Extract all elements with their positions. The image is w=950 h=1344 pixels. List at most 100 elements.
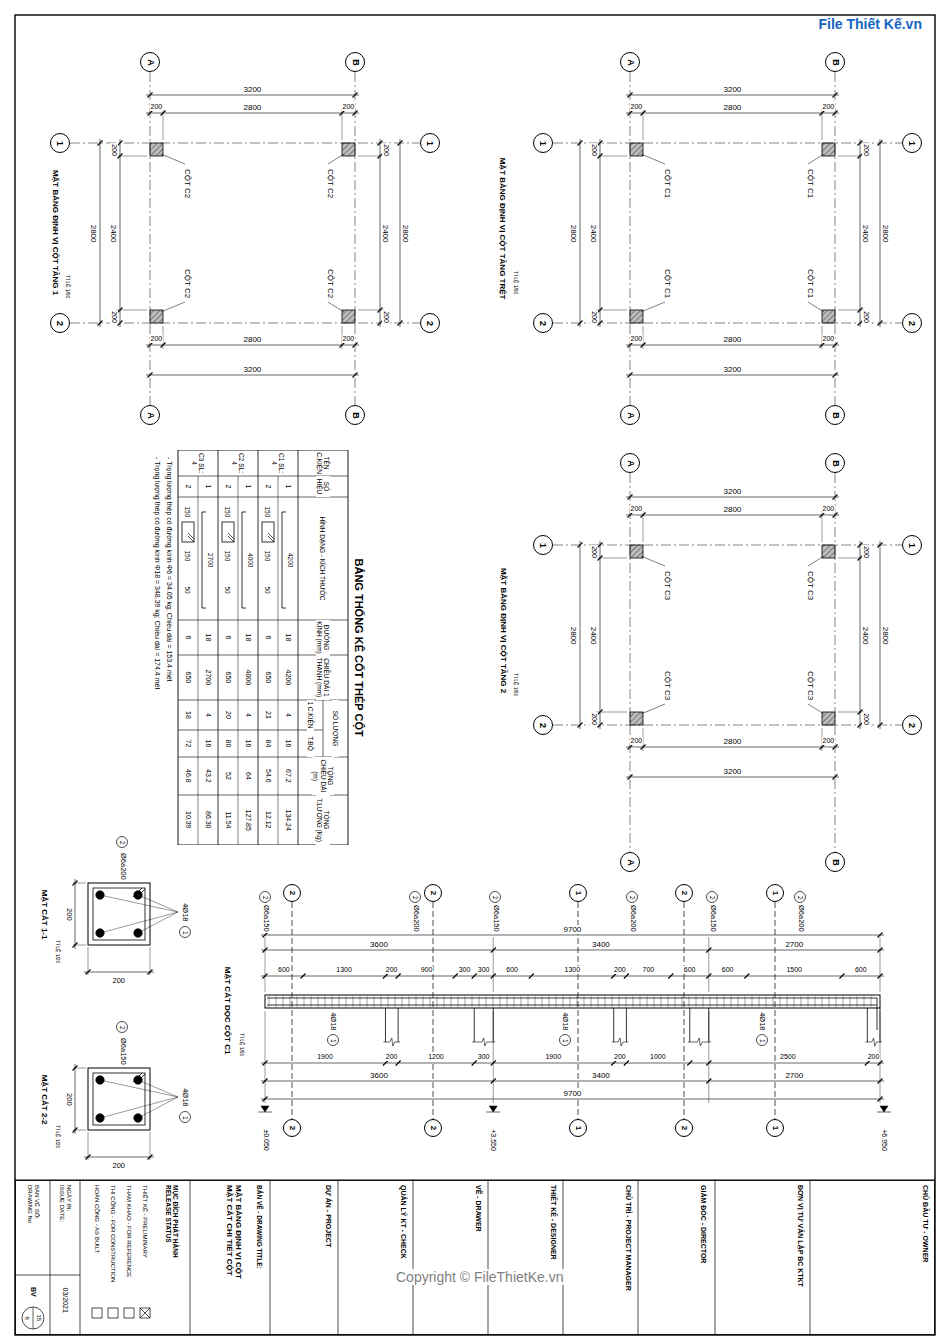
dimension-text: 200 bbox=[630, 737, 644, 745]
table-grid bbox=[278, 476, 279, 845]
dimension-tick bbox=[118, 154, 123, 159]
section-number: 1 bbox=[574, 1126, 582, 1130]
dimension-text: 2800 bbox=[401, 223, 410, 243]
stirrup-tick bbox=[521, 996, 522, 1007]
dimension-text: 2800 bbox=[881, 625, 890, 645]
table-cell: 6 bbox=[224, 635, 232, 641]
stirrup-tick bbox=[619, 996, 620, 1007]
table-cell: 50 bbox=[184, 586, 191, 595]
dimension-tick bbox=[598, 154, 603, 159]
rebar-spec: 4Ø18 bbox=[329, 1011, 338, 1031]
stirrup-tick bbox=[318, 996, 319, 1007]
table-cell: 84 bbox=[264, 739, 272, 749]
rebar-line bbox=[267, 1005, 877, 1006]
callout-number: 2 bbox=[118, 840, 125, 844]
section-marker: 2 bbox=[424, 1119, 442, 1137]
grid-axis-bubble: B bbox=[345, 52, 365, 72]
stirrup-tick bbox=[563, 996, 564, 1007]
section-cut-line bbox=[433, 902, 434, 1119]
table-cell: 16 bbox=[244, 739, 252, 749]
table-cell: 1 bbox=[204, 484, 212, 490]
break-line bbox=[612, 1038, 629, 1046]
dimension-text: 200 bbox=[385, 966, 399, 974]
stirrup-tick bbox=[766, 996, 767, 1007]
title-block-text: CHỦ ĐẦU TƯ - OWNER bbox=[921, 1184, 929, 1263]
axis-label: B bbox=[831, 460, 840, 467]
table-grid bbox=[238, 476, 239, 845]
table-cell: 650 bbox=[264, 671, 272, 685]
dimension-text: 200 bbox=[630, 335, 644, 343]
stirrup-tick bbox=[479, 996, 480, 1007]
table-cell: 80 bbox=[224, 739, 232, 749]
section-number: 1 bbox=[771, 1126, 779, 1130]
grid-axis-bubble: A bbox=[620, 453, 640, 473]
table-cell: 50 bbox=[224, 586, 231, 595]
dimension-text: 2800 bbox=[569, 625, 578, 645]
level-text: +3.550 bbox=[489, 1128, 497, 1152]
callout-circle bbox=[410, 892, 421, 903]
dimension-text: 2400 bbox=[381, 223, 390, 243]
table-cell: 18 bbox=[284, 633, 292, 643]
status-checkbox bbox=[92, 1308, 102, 1318]
section-cut-line bbox=[684, 902, 685, 1119]
dimension-text: 3400 bbox=[591, 1071, 611, 1080]
dimension-tick bbox=[598, 308, 603, 313]
dimension-line bbox=[580, 139, 581, 327]
rebar-spec: Ø6a200 bbox=[796, 903, 805, 932]
stirrup-hook bbox=[268, 536, 274, 542]
stirrup-tick bbox=[570, 996, 571, 1007]
dimension-line bbox=[626, 777, 839, 778]
stirrup-tick bbox=[304, 996, 305, 1007]
stirrup-tick bbox=[773, 996, 774, 1007]
table-header: T.BỘ bbox=[307, 730, 314, 757]
stirrup-tick bbox=[381, 996, 382, 1007]
dimension-text: 2800 bbox=[723, 505, 743, 514]
dimension-tick bbox=[744, 974, 749, 979]
dimension-tick bbox=[598, 710, 603, 715]
level-symbol bbox=[880, 1106, 888, 1112]
dimension-text: 200 bbox=[110, 143, 118, 157]
callout-circle bbox=[795, 892, 806, 903]
grid-axis-bubble: 1 bbox=[420, 133, 440, 153]
axis-label: 2 bbox=[55, 320, 64, 325]
column-label: CỘT C1 bbox=[806, 267, 815, 298]
table-cell: C3 SL: 4 bbox=[191, 452, 206, 474]
dimension-text: 1200 bbox=[427, 1053, 445, 1061]
dimension-line bbox=[626, 375, 839, 376]
level-line bbox=[258, 1112, 272, 1113]
title-block-text: VẼ - DRAWER bbox=[474, 1184, 482, 1233]
dimension-tick bbox=[865, 1061, 870, 1066]
dimension-line bbox=[626, 113, 839, 114]
axis-label: 1 bbox=[538, 140, 547, 145]
table-grid bbox=[218, 450, 219, 845]
dimension-tick bbox=[611, 1061, 616, 1066]
table-cell: 4 bbox=[204, 712, 212, 718]
table-cell: 10.39 bbox=[184, 810, 192, 830]
dimension-text: 200 bbox=[63, 907, 72, 922]
stirrup-outline bbox=[93, 1073, 145, 1125]
grid-axis-line bbox=[630, 72, 631, 405]
table-cell: 6 bbox=[264, 635, 272, 641]
dimension-line bbox=[75, 879, 76, 949]
dimension-text: 300 bbox=[477, 966, 491, 974]
axis-label: A bbox=[626, 859, 635, 866]
dimension-line bbox=[261, 950, 884, 951]
title-block-divider bbox=[15, 1275, 80, 1276]
table-cell: 134.24 bbox=[284, 809, 292, 832]
table-cell: 20 bbox=[224, 710, 232, 720]
sheet-number: BV bbox=[29, 1286, 37, 1298]
callout-circle bbox=[757, 1035, 768, 1046]
dimension-text: 3600 bbox=[369, 1071, 389, 1080]
axis-label: B bbox=[831, 59, 840, 66]
checkbox-cross bbox=[140, 1308, 150, 1318]
rebar-spec: Ø6a150 bbox=[708, 903, 717, 932]
section-cut-line bbox=[775, 902, 776, 1119]
dimension-text: 1000 bbox=[649, 1053, 667, 1061]
dimension-text: 2800 bbox=[243, 335, 263, 344]
callout-number: 1 bbox=[561, 1038, 568, 1042]
grid-axis-bubble: B bbox=[345, 405, 365, 425]
stirrup-tick bbox=[612, 996, 613, 1007]
table-cell: 2700 bbox=[207, 552, 214, 568]
table-cell: 4200 bbox=[284, 669, 292, 687]
title-block-row bbox=[488, 1180, 489, 1335]
